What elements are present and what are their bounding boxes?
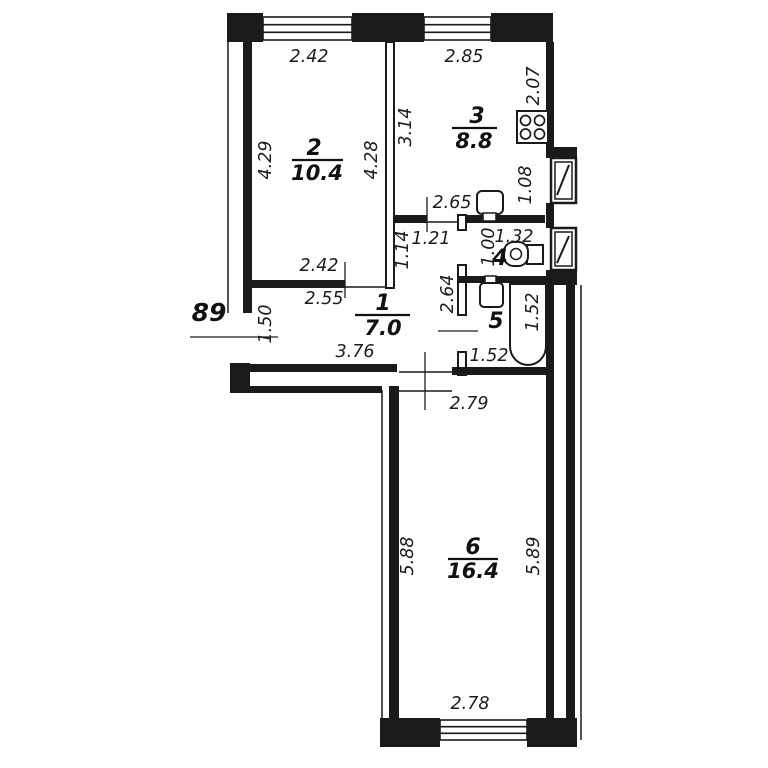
wall-right-upper: [546, 42, 554, 147]
room6-number: 6: [465, 535, 480, 560]
partition-room2-room3: [385, 41, 395, 289]
wall-right-mid: [546, 203, 554, 228]
dim-bath-width: 1.52: [470, 346, 509, 366]
dim-kitchen-bottom: 2.65: [433, 193, 472, 213]
interior-walls: [252, 41, 554, 392]
wall-bottom-jog: [230, 386, 382, 393]
dim-hall-height: 2.64: [438, 275, 458, 314]
entrance-door-icon: [549, 226, 578, 272]
dim-room6-left: 5.88: [398, 537, 418, 576]
dim-room3-top: 2.85: [445, 47, 484, 67]
room5-number: 5: [488, 309, 503, 334]
sink-drain: [482, 212, 497, 222]
dim-room2-top: 2.42: [290, 47, 329, 67]
wall-room6-left: [389, 386, 399, 720]
room3-number: 3: [469, 104, 484, 129]
wall-right-door-block-1: [546, 147, 577, 158]
dim-hall-width: 3.76: [336, 342, 375, 362]
dim-room2-bottom-inner: 2.55: [305, 289, 344, 309]
dim-wc-width: 1.32: [495, 227, 534, 247]
toilet-tank: [526, 244, 544, 265]
wall-wc-bath-divider: [458, 276, 546, 283]
dim-room3-right-lower: 1.08: [516, 166, 536, 205]
room3-area: 8.8: [455, 129, 492, 153]
window-icon: [439, 719, 528, 741]
wall-kitchen-bottom-left: [395, 215, 427, 223]
wall-right-lower: [546, 285, 554, 718]
dim-room2-bottom-outer: 2.42: [300, 256, 339, 276]
door1-diagonal: [556, 164, 570, 196]
dim-room2-right: 4.28: [362, 141, 382, 180]
labels: 2.42 2.85 2.65 1.32 1.21 2.42 2.55 1.52 …: [192, 47, 544, 714]
room1-number: 1: [375, 291, 390, 316]
window-icon: [423, 16, 492, 41]
window-room6-frame: [439, 719, 528, 741]
room1-area: 7.0: [364, 316, 401, 340]
dimension-ticks: [190, 197, 478, 410]
kitchen-sink-icon: [476, 190, 504, 222]
entrance-door-icon: [549, 156, 578, 205]
burner: [519, 114, 532, 127]
toilet-seat: [509, 247, 523, 261]
wall-hall-bottom: [230, 364, 397, 372]
room2-area: 10.4: [291, 161, 343, 185]
wall-top-left-pier: [227, 13, 263, 42]
dim-room3-right: 2.07: [524, 67, 544, 106]
apartment-number: 89: [192, 298, 227, 327]
door2-diagonal: [556, 235, 570, 264]
window-icon: [262, 16, 353, 41]
wall-bottom-left-pier: [380, 718, 440, 747]
washbasin-icon: [479, 275, 504, 308]
wall-kitchen-bottom-right: [457, 215, 545, 223]
room-underlines: [292, 126, 498, 561]
sink-bowl: [476, 190, 504, 215]
dim-room6-bottom: 2.78: [451, 694, 490, 714]
dim-room6-right: 5.89: [524, 537, 544, 576]
room2-number: 2: [306, 136, 321, 161]
burner: [533, 114, 546, 127]
stove-icon: [516, 110, 549, 144]
room4-number: 4: [491, 246, 507, 271]
windows: [262, 16, 528, 741]
toilet-icon: [503, 241, 544, 267]
wall-top-right-pier: [491, 13, 553, 42]
wall-hall-right-stub-top: [457, 214, 467, 231]
burner: [533, 128, 546, 140]
fixtures: [476, 110, 549, 367]
window-room3-frame: [423, 16, 492, 41]
basin-bowl: [479, 282, 504, 308]
wall-exterior-right: [566, 278, 575, 747]
wall-hall-right-mid: [457, 264, 467, 316]
dim-hall-neck-height: 1.14: [393, 231, 413, 270]
wall-left: [243, 42, 252, 313]
wall-room2-bottom: [252, 280, 345, 288]
burner: [519, 128, 532, 140]
entrance-doors: [549, 156, 578, 272]
room6-area: 16.4: [447, 559, 499, 583]
dim-entry-wall: 1.50: [256, 305, 276, 344]
dim-room3-left: 3.14: [396, 108, 416, 147]
exterior-walls: [227, 13, 577, 747]
dim-wc-height: 1.00: [479, 228, 499, 267]
window-room2-frame: [262, 16, 353, 41]
wall-bath-bottom: [452, 367, 554, 375]
dim-room2-left: 4.29: [256, 141, 276, 180]
bathtub-outline: [509, 283, 547, 367]
dim-bath-height: 1.52: [523, 293, 543, 332]
wall-top-mid-pier: [352, 13, 424, 42]
exterior-face-lines: [227, 42, 582, 747]
bathtub-icon: [509, 283, 547, 367]
dim-hall-neck-width: 1.21: [412, 229, 451, 249]
dim-room6-top: 2.79: [450, 394, 489, 414]
